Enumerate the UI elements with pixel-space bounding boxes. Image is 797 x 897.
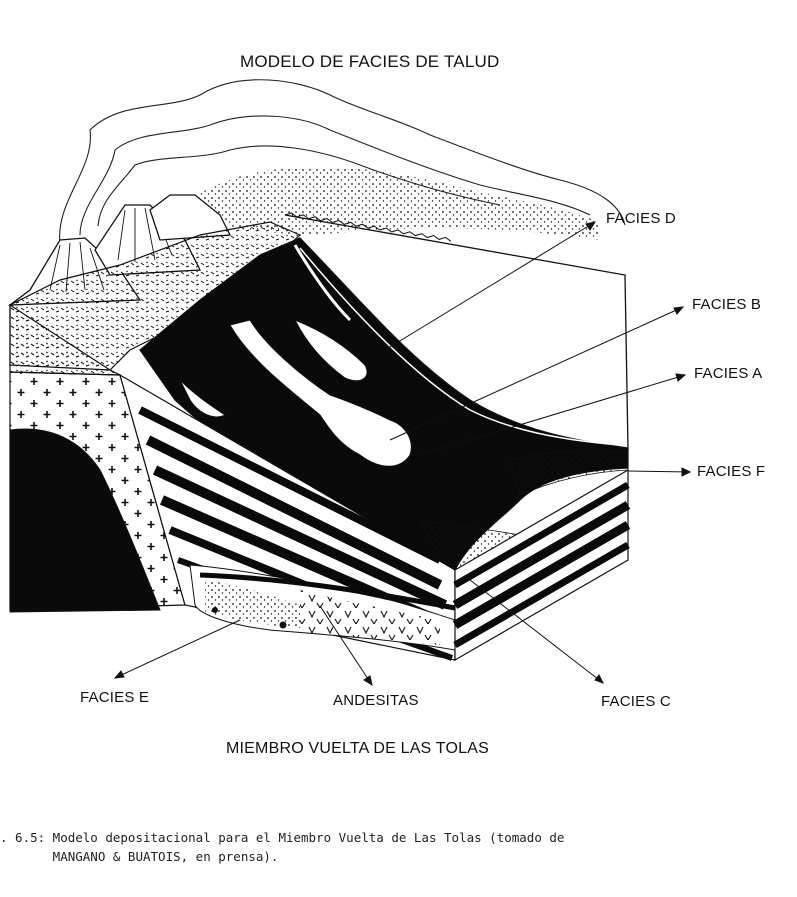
caption-line-1: . 6.5: Modelo depositacional para el Mie… (0, 830, 565, 845)
channel-lobes (229, 319, 412, 467)
label-facies-f: FACIES F (697, 463, 766, 480)
label-andesitas: ANDESITAS (333, 692, 419, 709)
label-facies-e: FACIES E (80, 689, 150, 706)
black-body (9, 428, 161, 613)
label-arrows (113, 221, 692, 687)
caption-line-2: MANGANO & BUATOIS, en prensa). (0, 849, 279, 864)
dotted-ash-cloud (190, 166, 600, 240)
label-facies-c: FACIES C (601, 693, 671, 710)
stratified-right (452, 468, 631, 662)
figure-subtitle: MIEMBRO VUELTA DE LAS TOLAS (226, 740, 489, 757)
volcano-right (149, 194, 232, 241)
figure-title: MODELO DE FACIES DE TALUD (240, 52, 500, 71)
back-edge (284, 214, 629, 451)
label-facies-d: FACIES D (606, 210, 676, 227)
label-facies-b: FACIES B (692, 296, 762, 313)
label-facies-a: FACIES A (694, 365, 763, 382)
